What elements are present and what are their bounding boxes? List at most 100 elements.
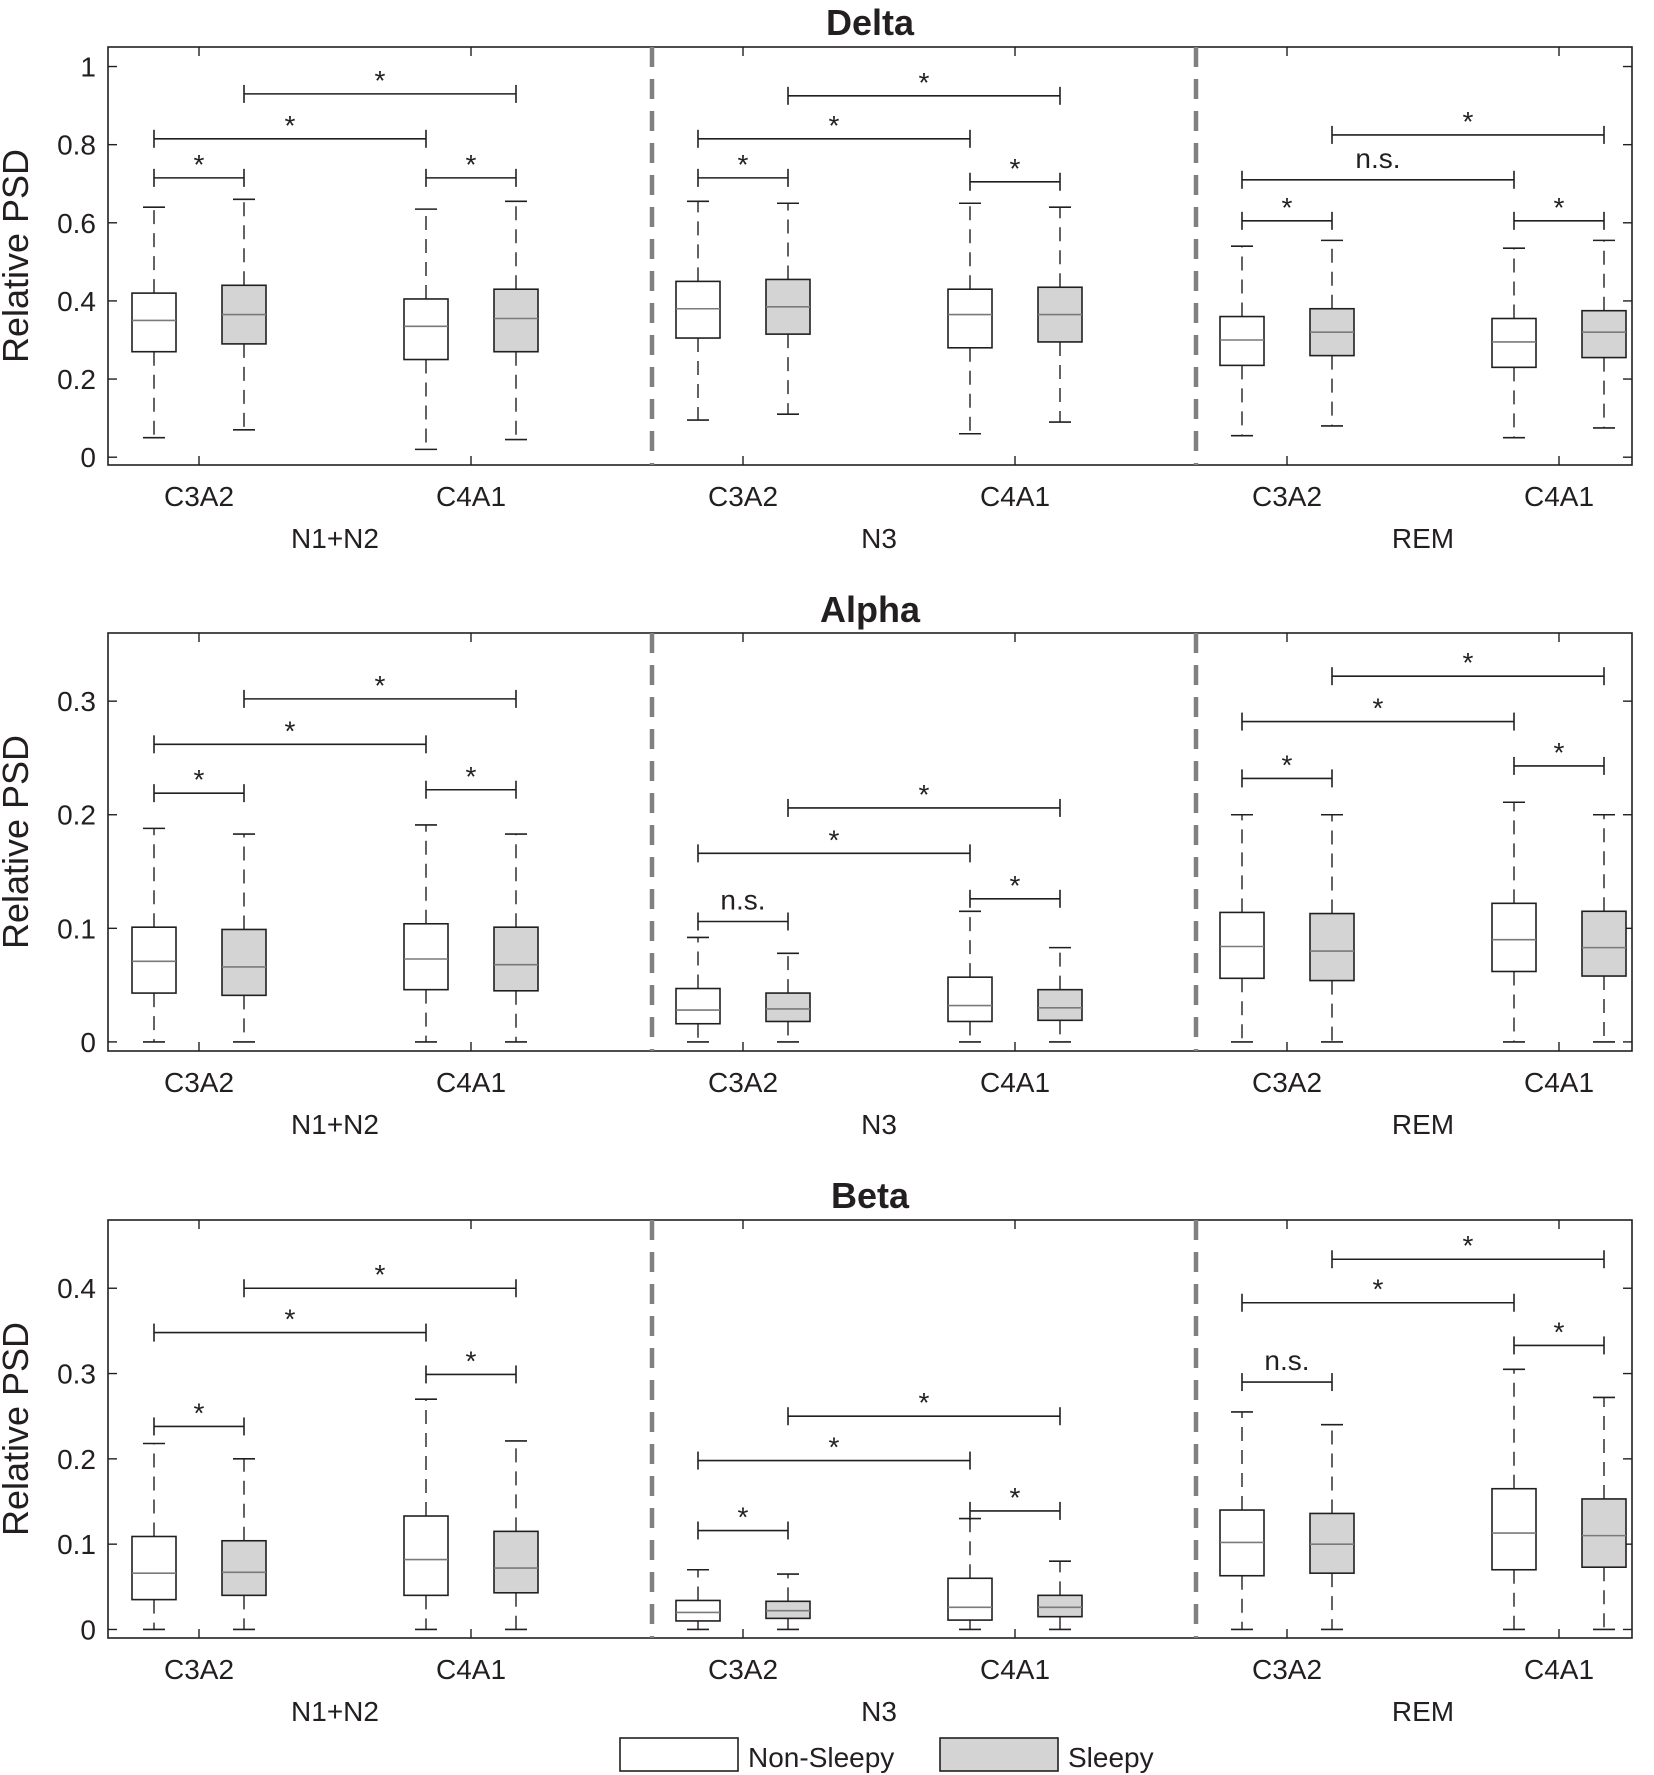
iqr-box [131,292,177,353]
significance-bracket: n.s. [697,885,789,931]
significance-bracket: * [243,1259,517,1298]
significance-star: * [285,1304,296,1335]
iqr-box [1491,317,1537,369]
x-tick-label: C3A2 [1252,1067,1322,1098]
y-tick-label: 0.1 [57,1529,96,1560]
box-c3a2-sleepy [221,833,267,1043]
significance-star: * [738,1502,749,1533]
box-c4a1-sleepy [1581,239,1627,429]
box-c3a2-non-sleepy [131,1442,177,1631]
significance-star: * [466,149,477,180]
significance-bracket: n.s. [1241,1345,1333,1392]
significance-bracket: * [787,67,1061,105]
legend-swatch [619,1737,739,1772]
significance-star: * [1463,647,1474,678]
significance-star: * [1373,693,1384,724]
significance-bracket: * [1513,1316,1605,1355]
significance-bracket: * [153,110,427,148]
box-c4a1-sleepy [1037,1560,1083,1631]
x-tick-label: C3A2 [708,1067,778,1098]
box-c4a1-sleepy [1581,1396,1627,1631]
x-tick-label: C4A1 [436,1067,506,1098]
significance-star: * [738,149,749,180]
iqr-box [947,1577,993,1621]
stage-label: N1+N2 [291,1696,379,1727]
iqr-box [1491,1487,1537,1571]
x-tick-label: C3A2 [164,1654,234,1685]
plot-frame [107,632,1633,1052]
box-c4a1-sleepy [1037,946,1083,1043]
box-c3a2-non-sleepy [131,206,177,439]
box-c3a2-sleepy [765,952,811,1043]
box-c4a1-non-sleepy [1491,1368,1537,1631]
box-c4a1-sleepy [493,200,539,441]
iqr-box [403,298,449,361]
significance-star: * [1282,192,1293,223]
box-c4a1-sleepy [1581,813,1627,1043]
significance-bracket: * [1331,106,1605,144]
y-tick-label: 0.2 [57,364,96,395]
box-c4a1-non-sleepy [947,910,993,1043]
significance-star: * [375,65,386,96]
box-c3a2-sleepy [221,1458,267,1631]
box-c4a1-non-sleepy [1491,247,1537,439]
significance-ns: n.s. [1264,1345,1309,1376]
y-axis-label: Relative PSD [0,149,36,363]
significance-bracket: * [697,149,789,187]
iqr-box [1581,1498,1627,1568]
significance-bracket: * [1513,737,1605,775]
iqr-box [131,1535,177,1601]
significance-bracket: * [1241,1274,1515,1312]
significance-star: * [1010,870,1021,901]
box-c3a2-non-sleepy [1219,813,1265,1043]
iqr-box [1491,902,1537,973]
box-c3a2-non-sleepy [675,1568,721,1631]
y-axis-label: Relative PSD [0,1322,36,1536]
x-tick-label: C4A1 [436,1654,506,1685]
stage-label: N3 [861,523,897,554]
box-c3a2-non-sleepy [675,936,721,1043]
significance-bracket: * [425,761,517,799]
box-c4a1-non-sleepy [403,1398,449,1631]
plot-frame [107,46,1633,466]
legend-swatch [939,1737,1059,1772]
significance-star: * [1463,1230,1474,1261]
significance-star: * [829,824,840,855]
significance-star: * [194,764,205,795]
x-tick-label: C3A2 [164,1067,234,1098]
x-tick-label: C4A1 [980,1067,1050,1098]
iqr-box [675,280,721,339]
x-tick-label: C4A1 [980,481,1050,512]
stage-label: N3 [861,1109,897,1140]
y-tick-label: 0.6 [57,208,96,239]
significance-bracket: * [787,1387,1061,1426]
panel-title: Alpha [820,589,921,630]
box-c3a2-non-sleepy [675,200,721,421]
iqr-box [221,1539,267,1597]
significance-bracket: n.s. [1241,143,1515,189]
iqr-box [765,1600,811,1620]
significance-star: * [1554,192,1565,223]
significance-ns: n.s. [1355,143,1400,174]
y-tick-label: 0.3 [57,1359,96,1390]
stage-label: N1+N2 [291,523,379,554]
legend-item-sleepy: Sleepy [939,1737,1154,1773]
significance-bracket: * [697,824,971,863]
iqr-box [1309,1512,1355,1574]
significance-bracket: * [697,110,971,148]
box-c3a2-sleepy [765,202,811,416]
box-c4a1-non-sleepy [1491,801,1537,1043]
significance-bracket: * [243,65,517,103]
box-c4a1-sleepy [493,833,539,1043]
significance-bracket: * [969,1482,1061,1520]
iqr-box [947,976,993,1023]
iqr-box [403,1515,449,1597]
legend-label: Non-Sleepy [748,1742,894,1773]
y-tick-label: 0.2 [57,800,96,831]
y-tick-label: 0.1 [57,913,96,944]
significance-bracket: * [1241,192,1333,230]
box-c4a1-non-sleepy [947,1517,993,1631]
